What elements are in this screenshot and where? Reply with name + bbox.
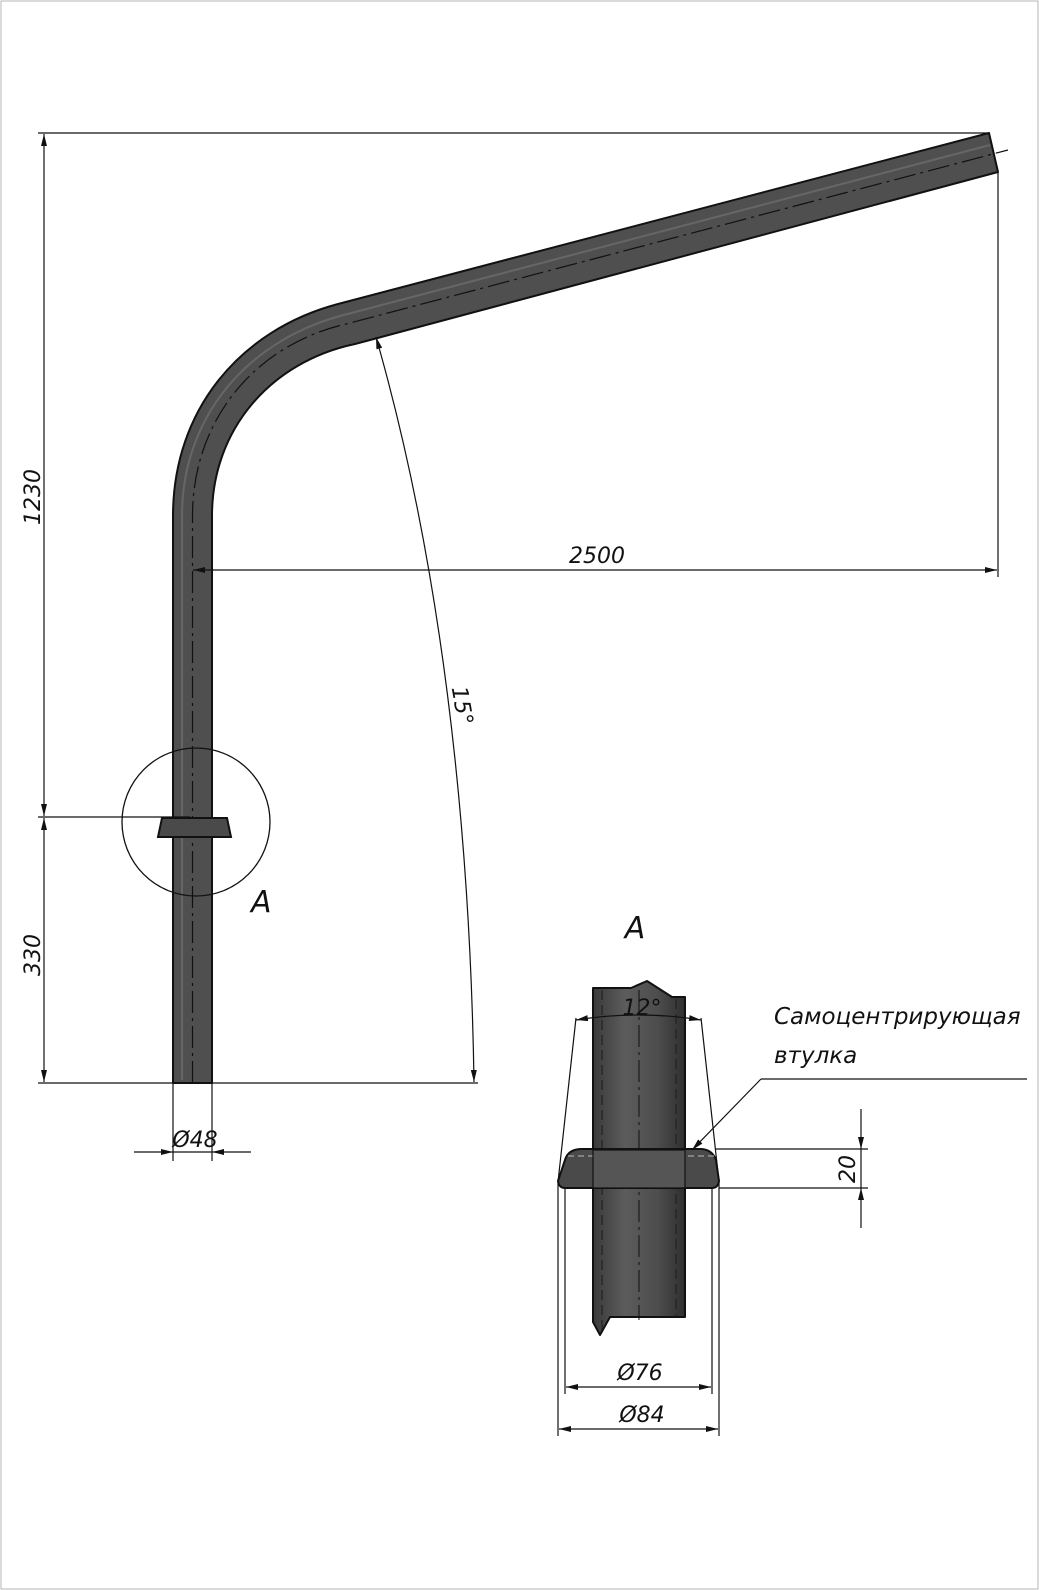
taper-line-left <box>557 1017 577 1183</box>
callout-leader <box>691 1078 762 1151</box>
callout-text-line2: втулка <box>774 1043 857 1069</box>
detail-view-title: A <box>623 911 646 946</box>
dim-text-48: Ø48 <box>171 1128 217 1153</box>
dim-text-12deg: 12° <box>623 996 662 1021</box>
dim-text-2500: 2500 <box>569 544 625 569</box>
dim-text-330: 330 <box>21 934 46 976</box>
pipe-highlight <box>181 144 991 1080</box>
dim-arc-15deg <box>375 336 477 1083</box>
dim-text-76: Ø76 <box>616 1361 662 1386</box>
dim-text-1230: 1230 <box>21 469 46 525</box>
bracket-pipe <box>172 132 999 1084</box>
detail-view: A 12° Самоцентрирующая втулка 20 <box>556 911 1027 1436</box>
taper-line-right <box>700 1017 720 1183</box>
dim-arc-12deg <box>575 1014 702 1022</box>
callout-text-line1: Самоцентрирующая <box>774 1004 1021 1030</box>
main-view: A 1230 330 2500 15° Ø48 <box>21 132 1009 1161</box>
dim-text-20: 20 <box>836 1155 861 1183</box>
detail-circle <box>121 747 271 897</box>
bushing-main <box>156 817 233 838</box>
pipe-centerline <box>191 149 1009 1083</box>
detail-pipe-through-bushing <box>592 1149 686 1189</box>
detail-ref-label: A <box>249 885 272 920</box>
dim-text-84: Ø84 <box>618 1403 664 1428</box>
